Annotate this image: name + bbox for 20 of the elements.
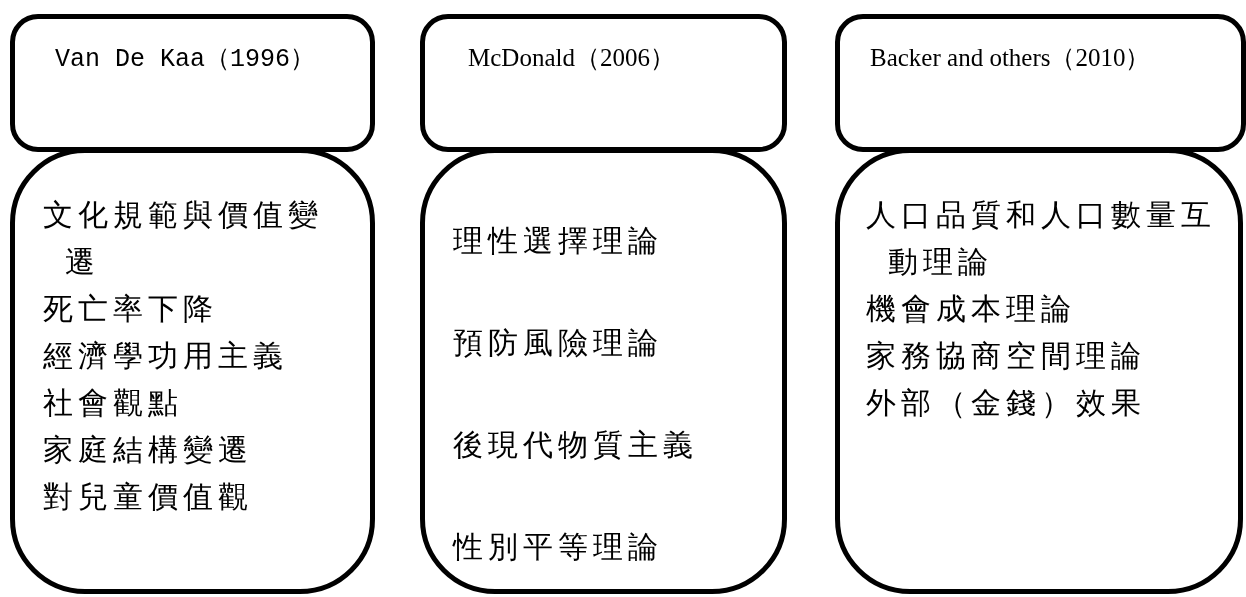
- theory-text: 對兒童價值觀: [43, 478, 254, 516]
- theory-text: 社會觀點: [43, 384, 184, 422]
- theory-text: 家庭結構變遷: [43, 431, 254, 469]
- theory-text: 文化規範與價值變遷: [43, 196, 324, 281]
- author-heading: McDonald（2006）: [468, 43, 675, 73]
- author-heading: Backer and others（2010）: [870, 43, 1151, 73]
- theory-text: 後現代物質主義: [453, 426, 699, 464]
- author-box: [420, 14, 787, 152]
- author-heading: Van De Kaa（1996）: [55, 44, 316, 74]
- theory-text: 理性選擇理論: [453, 222, 664, 260]
- author-box: [835, 14, 1246, 152]
- theory-text: 性別平等理論: [453, 528, 664, 566]
- theory-text: 家務協商空間理論: [866, 337, 1147, 375]
- theory-text: 人口品質和人口數量互動理論: [866, 196, 1217, 281]
- theory-text: 經濟學功用主義: [43, 337, 289, 375]
- theory-text: 死亡率下降: [43, 290, 219, 328]
- author-box: [10, 14, 375, 152]
- theory-text: 機會成本理論: [866, 290, 1077, 328]
- theory-text: 預防風險理論: [453, 324, 664, 362]
- theory-text: 外部（金錢）效果: [866, 384, 1147, 422]
